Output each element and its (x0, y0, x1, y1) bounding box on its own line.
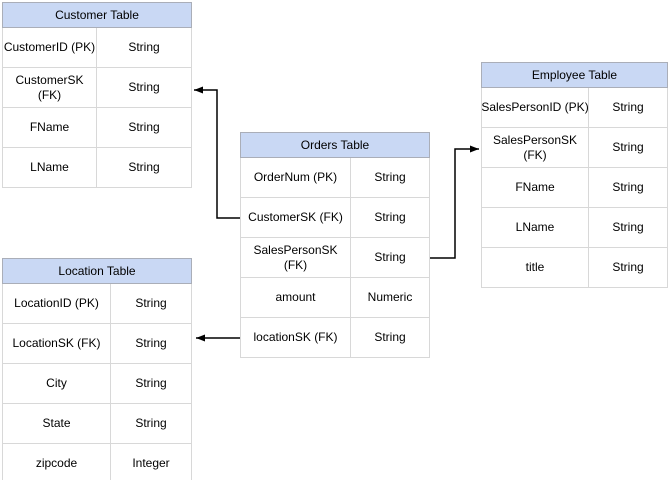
location-table[interactable]: Location Table LocationID (PK) String Lo… (2, 258, 192, 480)
field-cell: zipcode (3, 444, 111, 480)
table-row: LocationSK (FK) String (2, 324, 192, 364)
field-cell: LocationSK (FK) (3, 324, 111, 363)
table-row: LName String (481, 208, 668, 248)
field-cell: FName (3, 108, 97, 147)
customer-table[interactable]: Customer Table CustomerID (PK) String Cu… (2, 2, 192, 188)
field-cell: amount (241, 278, 351, 317)
field-cell: SalesPersonSK (FK) (241, 238, 351, 277)
type-cell: String (128, 80, 160, 94)
table-row: amount Numeric (240, 278, 430, 318)
connector-orders-to-employee[interactable] (430, 145, 479, 259)
field-cell: title (482, 248, 589, 287)
table-row: FName String (2, 108, 192, 148)
field-cell: FName (482, 168, 589, 207)
type-cell: String (135, 296, 167, 310)
table-row: title String (481, 248, 668, 288)
field-cell: SalesPersonSK (FK) (482, 128, 589, 167)
field-cell: City (3, 364, 111, 403)
type-cell: String (128, 40, 160, 54)
table-row: FName String (481, 168, 668, 208)
type-cell: String (612, 180, 644, 194)
table-row: CustomerSK (FK) String (2, 68, 192, 108)
field-cell: State (3, 404, 111, 443)
type-cell: Numeric (367, 290, 413, 304)
type-cell: String (128, 160, 160, 174)
type-cell: Integer (132, 456, 170, 470)
type-cell: String (374, 250, 406, 264)
table-row: CustomerSK (FK) String (240, 198, 430, 238)
field-cell: CustomerSK (FK) (3, 68, 97, 107)
field-cell: LName (3, 148, 97, 187)
table-row: LName String (2, 148, 192, 188)
location-table-header: Location Table (2, 258, 192, 284)
field-cell: LName (482, 208, 589, 247)
type-cell: String (612, 100, 644, 114)
table-row: LocationID (PK) String (2, 284, 192, 324)
field-cell: OrderNum (PK) (241, 158, 351, 197)
type-cell: String (128, 120, 160, 134)
customer-table-header: Customer Table (2, 2, 192, 28)
field-cell: SalesPersonID (PK) (481, 88, 589, 127)
type-cell: String (612, 140, 644, 154)
type-cell: String (135, 336, 167, 350)
type-cell: String (612, 260, 644, 274)
orders-table[interactable]: Orders Table OrderNum (PK) String Custom… (240, 132, 430, 358)
table-row: SalesPersonID (PK) String (481, 88, 668, 128)
type-cell: String (612, 220, 644, 234)
orders-table-header: Orders Table (240, 132, 430, 158)
table-row: SalesPersonSK (FK) String (481, 128, 668, 168)
table-row: locationSK (FK) String (240, 318, 430, 358)
table-row: CustomerID (PK) String (2, 28, 192, 68)
type-cell: String (135, 416, 167, 430)
type-cell: String (374, 210, 406, 224)
table-row: State String (2, 404, 192, 444)
table-row: City String (2, 364, 192, 404)
table-row: SalesPersonSK (FK) String (240, 238, 430, 278)
table-row: zipcode Integer (2, 444, 192, 480)
field-cell: locationSK (FK) (241, 318, 351, 357)
type-cell: String (374, 170, 406, 184)
field-cell: LocationID (PK) (3, 284, 111, 323)
table-row: OrderNum (PK) String (240, 158, 430, 198)
employee-table[interactable]: Employee Table SalesPersonID (PK) String… (481, 62, 668, 288)
type-cell: String (374, 330, 406, 344)
field-cell: CustomerSK (FK) (241, 198, 351, 237)
connector-orders-to-customer[interactable] (194, 86, 240, 219)
type-cell: String (135, 376, 167, 390)
field-cell: CustomerID (PK) (3, 28, 97, 67)
employee-table-header: Employee Table (481, 62, 668, 88)
